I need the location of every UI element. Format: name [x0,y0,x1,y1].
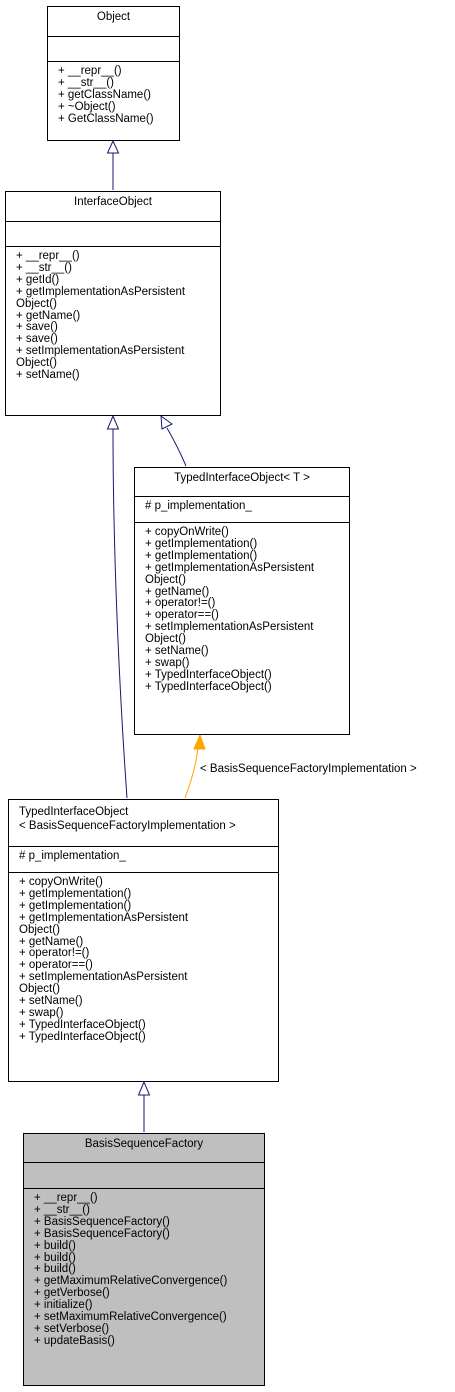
method-item: Object() [145,633,186,646]
class-box-interfaceobject[interactable]: InterfaceObject + __repr__() + __str__()… [5,191,221,416]
template-edge-typedinterfaceobject [184,747,199,799]
method-item: + __str__() [16,261,72,274]
method-item: + swap() [145,656,190,669]
attribute-item: # p_implementation_ [145,500,252,512]
method-item: + getId() [16,273,60,286]
method-item: Object() [19,983,60,996]
class-name-typedinterfaceobject-t: TypedInterfaceObject< T > [174,472,310,484]
method-item: + __repr__() [58,65,122,77]
attributes-section-basissequencefactory [24,1162,264,1188]
inheritance-arrowhead-object [106,139,120,154]
method-item: + __repr__() [16,250,80,262]
method-item: + ~Object() [58,100,116,113]
method-item: + TypedInterfaceObject() [19,1018,146,1031]
method-item: + getImplementation() [145,549,258,562]
method-item: + getVerbose() [34,1287,110,1300]
method-item: + setImplementationAsPersistent [19,971,188,984]
method-item: + getImplementationAsPersistent [145,561,315,574]
method-item: + initialize() [34,1299,93,1312]
method-item: + getImplementation() [19,899,132,912]
method-item: + __repr__() [34,1192,98,1204]
method-item: + BasisSequenceFactory() [34,1215,170,1228]
method-item: + setName() [145,645,209,658]
method-item: + GetClassName() [58,112,154,125]
method-item: + copyOnWrite() [19,876,103,888]
inheritance-edge-typedinterfaceobject-bsfi-interfaceobject [112,428,128,799]
method-item: + BasisSequenceFactory() [34,1227,170,1240]
method-item: + getClassName() [58,88,151,101]
method-item: + swap() [19,1006,64,1019]
method-item: Object() [19,923,60,936]
method-item: + getImplementationAsPersistent [16,285,186,298]
template-argument-label: < BasisSequenceFactoryImplementation > [200,763,417,775]
method-item: + getMaximumRelativeConvergence() [34,1275,228,1288]
method-item: + copyOnWrite() [145,526,229,538]
method-item: + TypedInterfaceObject() [145,668,272,681]
methods-section-object: + __repr__() + __str__() + getClassName(… [48,61,179,126]
methods-section-typedinterfaceobject-bsfi: + copyOnWrite() + getImplementation() + … [9,872,278,1044]
method-item: + getImplementationAsPersistent [19,911,189,924]
class-box-typedinterfaceobject-bsfi[interactable]: TypedInterfaceObject < BasisSequenceFact… [8,799,279,1082]
inheritance-arrowhead-interfaceobject-right [160,414,173,430]
method-item: + operator!=() [145,597,216,610]
method-item: + getImplementation() [19,887,132,900]
method-item: + operator!=() [19,947,90,960]
method-item: Object() [145,573,186,586]
class-name-typedinterfaceobject-bsfi: TypedInterfaceObject < BasisSequenceFact… [9,800,278,846]
class-name-line-1: TypedInterfaceObject [19,806,129,818]
method-item: + build() [34,1251,76,1264]
method-item: + build() [34,1239,76,1252]
methods-section-interfaceobject: + __repr__() + __str__() + getId() + get… [6,246,220,382]
inheritance-arrowhead-typedinterfaceobject-bsfi [137,1080,151,1096]
method-item: + setImplementationAsPersistent [145,621,314,634]
class-name-line-2: < BasisSequenceFactoryImplementation > [19,820,236,832]
method-item: + TypedInterfaceObject() [145,680,272,693]
method-item: + setMaximumRelativeConvergence() [34,1311,227,1324]
attributes-section-typedinterfaceobject-bsfi: # p_implementation_ [9,846,278,872]
class-box-typedinterfaceobject-t[interactable]: TypedInterfaceObject< T > # p_implementa… [134,467,350,735]
method-item: + build() [34,1263,76,1276]
method-item: + save() [16,321,58,334]
attributes-section-typedinterfaceobject-t: # p_implementation_ [135,496,349,522]
method-item: + getName() [16,309,81,322]
method-item: + __str__() [58,76,114,89]
method-item: + setVerbose() [34,1322,110,1335]
method-item: Object() [16,357,57,370]
class-box-basissequencefactory[interactable]: BasisSequenceFactory + __repr__() + __st… [23,1133,265,1386]
methods-section-basissequencefactory: + __repr__() + __str__() + BasisSequence… [24,1188,264,1348]
method-item: + getName() [19,935,84,948]
template-arrowhead [193,733,206,750]
method-item: + setImplementationAsPersistent [16,345,185,358]
class-name-interfaceobject: InterfaceObject [74,196,152,208]
method-item: + TypedInterfaceObject() [19,1030,146,1043]
attributes-section-interfaceobject [6,221,220,246]
method-item: + operator==() [145,609,219,622]
class-name-basissequencefactory: BasisSequenceFactory [84,1138,204,1150]
attribute-item: # p_implementation_ [19,850,126,862]
method-item: + getName() [145,585,210,598]
method-item: + __str__() [34,1203,90,1216]
method-item: + save() [16,333,58,346]
method-item: Object() [16,297,57,310]
class-name-object: Object [96,11,131,23]
inheritance-edge-typedinterfaceobject-t-interfaceobject [166,427,187,467]
method-item: + setName() [19,995,83,1008]
methods-section-typedinterfaceobject-t: + copyOnWrite() + getImplementation() + … [135,522,349,694]
class-box-object[interactable]: Object + __repr__() + __str__() + getCla… [47,6,180,141]
inheritance-arrowhead-interfaceobject-left [106,414,120,430]
method-item: + updateBasis() [34,1334,115,1347]
method-item: + setName() [16,369,80,382]
method-item: + operator==() [19,959,93,972]
method-item: + getImplementation() [145,537,258,550]
attributes-section-object [48,36,179,61]
